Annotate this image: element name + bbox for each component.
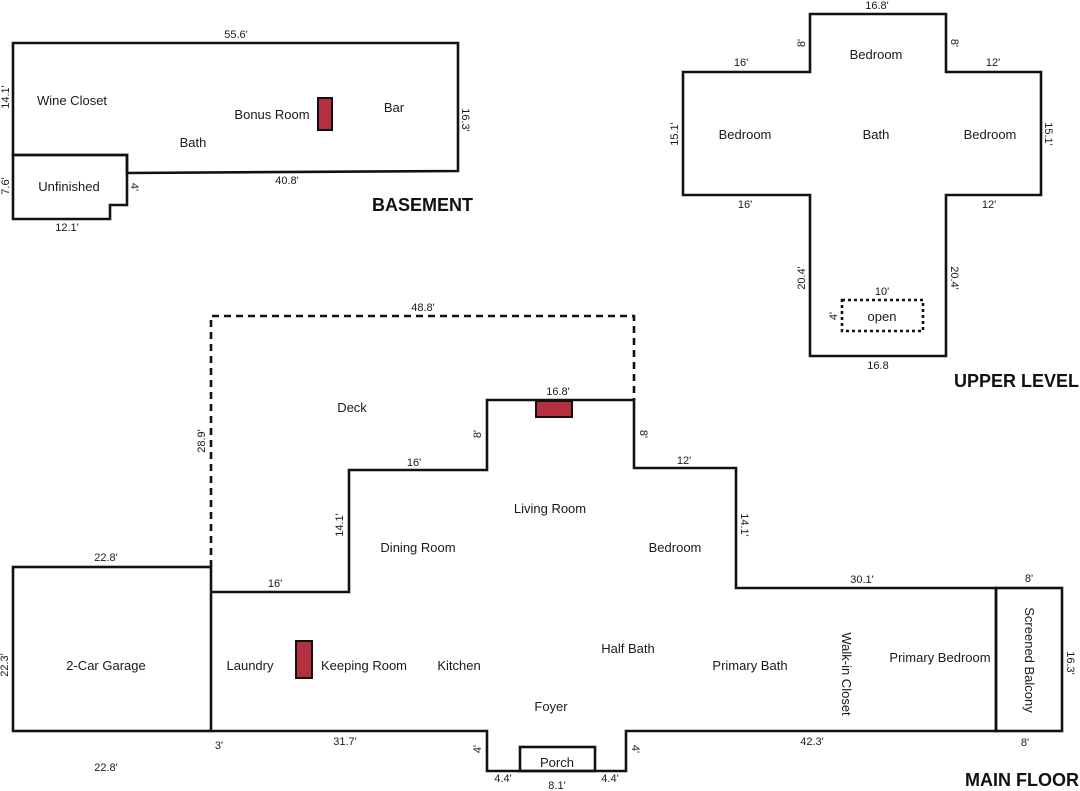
- garage-top-dim: 22.8': [94, 552, 118, 564]
- porch-right-step-dim: 4': [629, 745, 641, 753]
- unfinished-room-walls: [11, 153, 129, 221]
- living-top-dim: 16.8': [546, 386, 570, 398]
- basement-fireplace: [317, 97, 333, 131]
- upper-bath-label: Bath: [863, 127, 890, 142]
- upper-top-dim: 16.8': [865, 0, 889, 12]
- main-floor-title: MAIN FLOOR: [965, 770, 1079, 790]
- garage-label: 2-Car Garage: [66, 658, 145, 673]
- basement-left-dim: 14.1': [0, 85, 12, 109]
- upper-left-arm-bottom-dim: 16': [738, 199, 752, 211]
- basement-bath-label: Bath: [180, 135, 207, 150]
- half-bath-label: Half Bath: [601, 641, 654, 656]
- laundry-top-dim: 16': [268, 578, 282, 590]
- basement-right-dim: 16.3': [459, 108, 471, 132]
- front-left-dim: 31.7': [333, 736, 357, 748]
- upper-level-walls: [681, 12, 1043, 358]
- upper-left-arm-top-dim: 16': [734, 57, 748, 69]
- basement-title: BASEMENT: [372, 195, 473, 215]
- porch-right-dim: 4.4': [601, 773, 618, 785]
- porch-width-dim: 8.1': [548, 780, 565, 791]
- open-depth-dim: 4': [828, 312, 840, 320]
- kitchen-label: Kitchen: [437, 658, 480, 673]
- upper-level-title: UPPER LEVEL: [954, 371, 1079, 391]
- main-floor-plan: Deck Living Room Dining Room Bedroom 2-C…: [0, 302, 1079, 791]
- primary-bedroom-label: Primary Bedroom: [889, 650, 990, 665]
- upper-right-arm-bottom-dim: 12': [982, 199, 996, 211]
- laundry-label: Laundry: [227, 658, 274, 673]
- upper-bedroom-left-label: Bedroom: [719, 127, 772, 142]
- bonus-room-label: Bonus Room: [234, 107, 309, 122]
- garage-walls: [11, 565, 213, 733]
- front-right-dim: 42.3': [800, 736, 824, 748]
- porch-label: Porch: [540, 755, 574, 770]
- open-width-dim: 10': [875, 286, 889, 298]
- deck-top-dim: 48.8': [411, 302, 435, 314]
- bedroom-right-dim: 14.1': [738, 513, 750, 537]
- porch-left-step-dim: 4': [472, 745, 484, 753]
- porch-walls: [518, 745, 597, 773]
- bedroom-label: Bedroom: [649, 540, 702, 555]
- bar-label: Bar: [384, 100, 405, 115]
- screened-balcony-label: Screened Balcony: [1022, 607, 1037, 713]
- garage-left-dim: 22.3': [0, 653, 11, 677]
- deck-outline: [209, 314, 636, 567]
- upper-level-plan: Bedroom Bedroom Bath Bedroom open 16.8' …: [669, 0, 1079, 391]
- upper-right-arm-top-dim: 12': [986, 57, 1000, 69]
- keeping-room-label: Keeping Room: [321, 658, 407, 673]
- dining-left-dim: 14.1': [334, 513, 346, 537]
- screened-balcony-walls: [994, 586, 1064, 733]
- walk-in-closet-label: Walk-in Closet: [839, 632, 854, 716]
- unfinished-step-dim: 4': [128, 183, 140, 191]
- upper-bedroom-top-label: Bedroom: [850, 47, 903, 62]
- wine-closet-label: Wine Closet: [37, 93, 107, 108]
- open-to-below-box: [840, 298, 925, 333]
- upper-bottom-dim: 16.8: [867, 360, 888, 372]
- open-label: open: [868, 309, 897, 324]
- upper-stem-left-dim: 20.4': [796, 266, 808, 290]
- primary-bath-label: Primary Bath: [712, 658, 787, 673]
- balcony-bottom-dim: 8': [1021, 737, 1029, 749]
- unfinished-left-dim: 7.6': [0, 177, 12, 194]
- primary-top-dim: 30.1': [850, 574, 874, 586]
- basement-plan: Wine Closet Bonus Room Bar Bath Unfinish…: [0, 29, 473, 234]
- bedroom-top-dim: 12': [677, 455, 691, 467]
- dining-top-dim: 16': [407, 457, 421, 469]
- deck-left-dim: 28.9': [196, 429, 208, 453]
- living-right-step-dim: 8': [637, 430, 649, 438]
- living-left-step-dim: 8': [472, 430, 484, 438]
- garage-offset-dim: 3': [215, 740, 223, 752]
- upper-stem-right-dim: 20.4': [948, 266, 960, 290]
- upper-top-left-side-dim: 8': [796, 39, 808, 47]
- upper-bedroom-right-label: Bedroom: [964, 127, 1017, 142]
- basement-top-dim: 55.6': [224, 29, 248, 41]
- main-house-walls: [211, 398, 998, 773]
- unfinished-label: Unfinished: [38, 179, 99, 194]
- living-room-label: Living Room: [514, 501, 586, 516]
- deck-label: Deck: [337, 400, 367, 415]
- dining-room-label: Dining Room: [380, 540, 455, 555]
- foyer-label: Foyer: [534, 699, 568, 714]
- balcony-right-dim: 16.3': [1064, 651, 1076, 675]
- garage-bottom-dim: 22.8': [94, 762, 118, 774]
- upper-top-right-side-dim: 8': [948, 39, 960, 47]
- porch-left-dim: 4.4': [494, 773, 511, 785]
- unfinished-bottom-dim: 12.1': [55, 222, 79, 234]
- upper-right-side-dim: 15.1': [1042, 122, 1054, 146]
- keeping-room-fireplace: [295, 640, 313, 679]
- balcony-top-dim: 8': [1025, 573, 1033, 585]
- living-room-fireplace: [535, 400, 573, 418]
- basement-bottom-dim: 40.8': [275, 175, 299, 187]
- upper-left-side-dim: 15.1': [669, 122, 681, 146]
